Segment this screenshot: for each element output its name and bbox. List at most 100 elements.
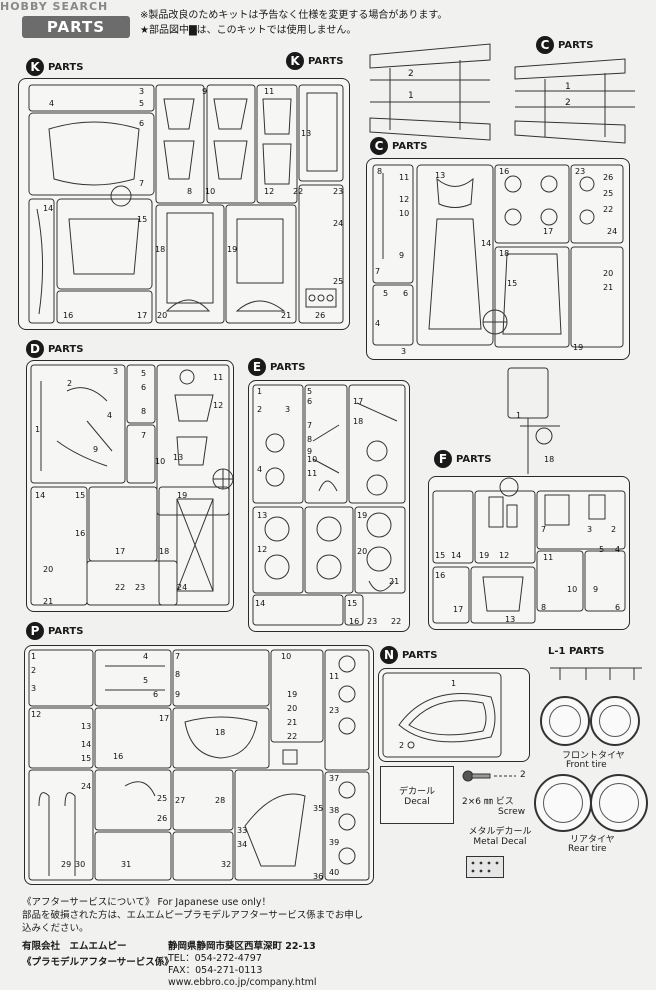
notice-line-2: ★部品図中▇は、このキットでは使用しません。 — [140, 25, 357, 36]
sprue-k-frame: 3 4 5 6 7 8 9 10 11 12 13 14 15 16 17 18… — [18, 78, 350, 330]
screw-count: 2 — [520, 770, 526, 780]
sprue-f-runner: 1 18 — [507, 367, 560, 474]
f-num-15: 15 — [435, 551, 446, 560]
d-num-6: 6 — [141, 383, 147, 392]
c-num-23: 23 — [575, 167, 586, 176]
e-num-21: 21 — [389, 577, 400, 586]
e-num-4: 4 — [257, 465, 263, 474]
d-num-14: 14 — [35, 491, 46, 500]
footer-line-2: 部品を破損された方は、エムエムピープラモデルアフターサービス係までお申し — [22, 910, 364, 921]
decal-label-en: Decal — [404, 796, 430, 807]
sprue-n-title: PARTS — [402, 649, 438, 661]
f-num-13: 13 — [505, 615, 516, 624]
d-num-16: 16 — [75, 529, 86, 538]
c-num-6: 6 — [403, 289, 409, 298]
p-num-19: 19 — [287, 690, 298, 699]
e-num-5: 5 — [307, 387, 313, 396]
sprue-e-drawing — [252, 384, 406, 626]
sprue-f-drawing — [432, 477, 626, 624]
c-num-17: 17 — [543, 227, 554, 236]
sprue-c-frame-drawing: 1 2 — [514, 58, 635, 144]
sprue-f-label: F PARTS — [434, 450, 491, 468]
c-num-14: 14 — [481, 239, 492, 248]
c-frame-num-1: 1 — [565, 82, 571, 92]
f-num-11: 11 — [543, 553, 554, 562]
f-num-2: 2 — [611, 525, 617, 534]
k-num-21: 21 — [281, 311, 292, 320]
rear-tire-right-icon — [590, 774, 648, 832]
p-num-2: 2 — [31, 666, 37, 675]
c-num-8: 8 — [377, 167, 383, 176]
k-num-5: 5 — [139, 99, 145, 108]
p-num-12: 12 — [31, 710, 42, 719]
c-num-26: 26 — [603, 173, 614, 182]
front-tire-right-icon — [590, 696, 640, 746]
f-num-6: 6 — [615, 603, 621, 612]
d-num-2: 2 — [67, 379, 73, 388]
sprue-d-label: D PARTS — [26, 340, 83, 358]
footer-url[interactable]: www.ebbro.co.jp/company.html — [168, 977, 317, 988]
d-num-4a: 4 — [107, 411, 113, 420]
c-num-5: 5 — [383, 289, 389, 298]
e-num-15: 15 — [347, 599, 358, 608]
k-num-3: 3 — [139, 87, 145, 96]
p-num-4: 4 — [143, 652, 149, 661]
c-num-19: 19 — [573, 343, 584, 352]
sprue-e-letter: E — [248, 358, 266, 376]
e-num-8: 8 — [307, 435, 313, 444]
footer-tel: TEL：054-272-4797 — [168, 953, 262, 964]
p-num-30: 30 — [75, 860, 86, 869]
c-num-22: 22 — [603, 205, 614, 214]
sprue-c-label: C PARTS — [370, 137, 427, 155]
sprue-p-letter: P — [26, 622, 44, 640]
e-num-18: 18 — [353, 417, 364, 426]
front-tire-left-icon — [540, 696, 590, 746]
p-num-36: 36 — [313, 872, 324, 881]
e-num-11: 11 — [307, 469, 318, 478]
e-num-17: 17 — [353, 397, 364, 406]
sprue-n-drawing — [382, 672, 502, 758]
e-num-20: 20 — [357, 547, 368, 556]
d-num-7: 7 — [141, 431, 147, 440]
e-num-1: 1 — [257, 387, 263, 396]
k-num-18: 18 — [155, 245, 166, 254]
e-num-16: 16 — [349, 617, 360, 626]
decal-box: デカール Decal — [380, 766, 454, 824]
f-num-1: 1 — [516, 411, 521, 420]
sprue-d-title: PARTS — [48, 343, 84, 355]
sprue-p-title: PARTS — [48, 625, 84, 637]
sprue-c-letter: C — [370, 137, 388, 155]
sprue-k-title: PARTS — [48, 61, 84, 73]
metal-decal-dots — [471, 861, 499, 873]
k-num-19: 19 — [227, 245, 238, 254]
f-num-8: 8 — [541, 603, 547, 612]
c-num-16: 16 — [499, 167, 510, 176]
front-tire-en: Front tire — [566, 760, 607, 770]
k-num-10: 10 — [205, 187, 216, 196]
d-num-12: 12 — [213, 401, 224, 410]
p-num-39: 39 — [329, 838, 340, 847]
d-num-19: 19 — [177, 491, 188, 500]
notice-line-1: ※製品改良のためキットは予告なく仕様を変更する場合があります。 — [140, 10, 448, 21]
p-num-18: 18 — [215, 728, 226, 737]
screw-block: 2 2×6 ㎜ ビス Screw — [462, 768, 542, 817]
f-num-4: 4 — [615, 545, 621, 554]
l1-runner — [550, 667, 642, 680]
k-num-17: 17 — [137, 311, 148, 320]
sprue-e-title: PARTS — [270, 361, 306, 373]
p-num-38: 38 — [329, 806, 340, 815]
f-num-12: 12 — [499, 551, 510, 560]
d-num-1: 1 — [35, 425, 41, 434]
p-num-33: 33 — [237, 826, 248, 835]
p-num-31: 31 — [121, 860, 132, 869]
decal-label-jp: デカール — [398, 786, 435, 797]
k-num-26: 26 — [315, 311, 326, 320]
f-num-19: 19 — [479, 551, 490, 560]
d-num-22: 22 — [115, 583, 126, 592]
p-num-7: 7 — [175, 652, 181, 661]
page-title: PARTS — [22, 16, 130, 38]
d-num-13: 13 — [173, 453, 184, 462]
k-num-22: 22 — [293, 187, 304, 196]
sprue-k-frame-drawing: 2 1 — [369, 43, 491, 141]
rear-tire-left-icon — [534, 774, 592, 832]
